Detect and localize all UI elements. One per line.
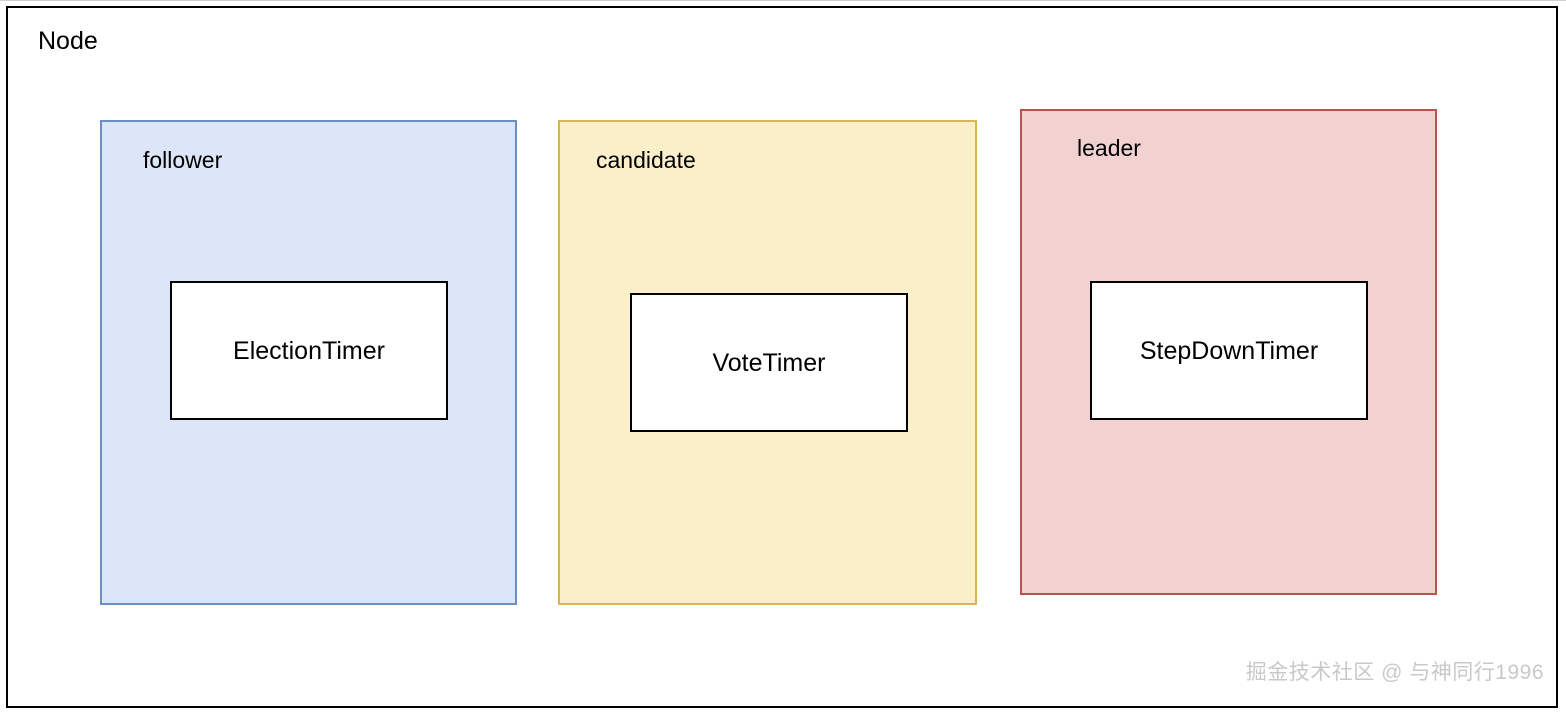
timer-label-stepdown: StepDownTimer bbox=[1139, 336, 1319, 365]
timer-box-stepdown[interactable]: StepDownTimer bbox=[1090, 281, 1368, 420]
timer-label-election: ElectionTimer bbox=[233, 336, 385, 365]
state-label-leader: leader bbox=[1077, 135, 1141, 161]
timer-box-election[interactable]: ElectionTimer bbox=[170, 281, 448, 420]
state-label-follower: follower bbox=[143, 147, 223, 173]
state-label-candidate: candidate bbox=[596, 147, 696, 173]
timer-label-vote: VoteTimer bbox=[712, 348, 826, 377]
node-container: Node follower candidate leader ElectionT… bbox=[6, 6, 1558, 708]
node-container-title: Node bbox=[38, 27, 98, 55]
watermark-text: 掘金技术社区 @ 与神同行1996 bbox=[1245, 661, 1544, 684]
timer-box-vote[interactable]: VoteTimer bbox=[630, 293, 908, 432]
